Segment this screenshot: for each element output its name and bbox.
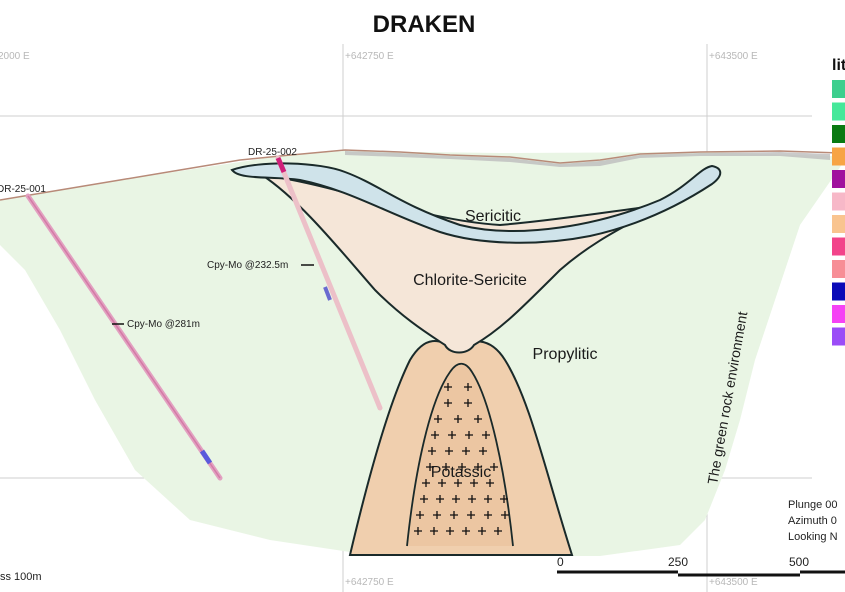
grid: +642000 E +642750 E +643500 E +642750 E … — [0, 44, 812, 592]
drillhole-interval — [323, 286, 332, 301]
scale-bar: 0 250 500 — [557, 555, 845, 577]
legend-swatch — [832, 80, 845, 98]
zone-label-potassic: Potassic — [431, 464, 491, 481]
zone-label-chlorite-sericite: Chlorite-Sericite — [413, 272, 527, 289]
plus-mark — [464, 383, 472, 391]
legend-swatch — [832, 125, 845, 143]
legend-swatch — [832, 282, 845, 301]
legend-swatch — [832, 237, 845, 256]
drillhole-dr-25-002[interactable]: DR-25-002 Cpy-Mo @232.5m — [207, 147, 383, 411]
plus-mark — [428, 447, 436, 455]
plus-mark — [501, 511, 509, 519]
plus-mark — [494, 527, 502, 535]
plus-mark — [454, 415, 462, 423]
plus-mark — [430, 527, 438, 535]
topography-line — [0, 149, 841, 201]
easting-label-top: +642000 E — [0, 51, 30, 62]
legend-swatch — [832, 327, 845, 346]
plus-mark — [474, 463, 482, 471]
plus-mark — [434, 415, 442, 423]
legend-swatch — [832, 192, 845, 211]
legend-title: lit — [832, 57, 845, 74]
plus-mark — [422, 479, 430, 487]
plus-mark — [462, 447, 470, 455]
drillhole-trace-core — [27, 195, 221, 479]
plus-mark — [446, 527, 454, 535]
plus-mark — [500, 495, 508, 503]
easting-label-top: +642750 E — [345, 51, 394, 62]
plus-mark — [484, 511, 492, 519]
legend-swatch — [832, 147, 845, 166]
drillhole-trace[interactable] — [275, 155, 383, 411]
drillhole-label: DR-25-002 — [248, 147, 297, 158]
plus-mark — [414, 527, 422, 535]
plus-mark — [467, 511, 475, 519]
plus-mark — [468, 495, 476, 503]
section-thickness-label: ss 100m — [0, 571, 42, 583]
topography-gravel — [345, 151, 830, 167]
plus-mark — [448, 431, 456, 439]
plus-mark — [479, 447, 487, 455]
plus-mark — [482, 431, 490, 439]
mineralization-annotation: Cpy-Mo @232.5m — [207, 260, 288, 271]
scale-tick-label: 250 — [668, 555, 688, 569]
plus-mark — [445, 447, 453, 455]
legend-swatch — [832, 215, 845, 233]
azimuth-info: Azimuth 0 — [788, 515, 837, 527]
plus-mark — [433, 511, 441, 519]
plus-mark — [474, 415, 482, 423]
plus-mark — [444, 383, 452, 391]
plus-mark — [486, 479, 494, 487]
zone-label-propylitic: Propylitic — [533, 346, 598, 363]
drillhole-label: DR-25-001 — [0, 184, 46, 195]
drillhole-collar — [275, 157, 287, 173]
mineralization-annotation: Cpy-Mo @281m — [127, 319, 200, 330]
scale-tick-label: 0 — [557, 555, 564, 569]
plus-mark — [478, 527, 486, 535]
page-title: DRAKEN — [373, 11, 476, 38]
legend-swatch — [832, 170, 845, 188]
plus-mark — [450, 511, 458, 519]
plus-mark — [462, 527, 470, 535]
easting-label-top: +643500 E — [709, 51, 758, 62]
drillhole-dr-25-001[interactable]: DR-25-001 Cpy-Mo @281m — [0, 184, 223, 481]
zone-label-sericitic: Sericitic — [465, 208, 521, 225]
plus-mark — [458, 463, 466, 471]
plus-mark — [426, 463, 434, 471]
legend-swatch — [832, 305, 845, 323]
chlorite-sericite-zone — [261, 174, 663, 354]
potassic-core — [406, 362, 514, 547]
plus-mark — [470, 479, 478, 487]
plus-mark — [442, 463, 450, 471]
legend-swatch — [832, 260, 845, 278]
potassic-hatch — [414, 383, 509, 535]
legend-swatch — [832, 102, 845, 121]
sericitic-zone — [230, 162, 722, 244]
plus-mark — [454, 479, 462, 487]
scale-tick-label: 500 — [789, 555, 809, 569]
plus-mark — [484, 495, 492, 503]
plus-mark — [420, 495, 428, 503]
plus-mark — [465, 431, 473, 439]
plus-mark — [438, 479, 446, 487]
plus-mark — [436, 495, 444, 503]
plus-mark — [444, 399, 452, 407]
legend: lit — [832, 57, 845, 346]
plus-mark — [490, 463, 498, 471]
plus-mark — [431, 431, 439, 439]
plus-mark — [452, 495, 460, 503]
easting-label-bottom: +642750 E — [345, 577, 394, 588]
plus-mark — [416, 511, 424, 519]
easting-label-bottom: +643500 E — [709, 577, 758, 588]
plunge-info: Plunge 00 — [788, 499, 838, 511]
plus-mark — [464, 399, 472, 407]
looking-info: Looking N — [788, 531, 838, 543]
drillhole-interval — [199, 449, 213, 465]
